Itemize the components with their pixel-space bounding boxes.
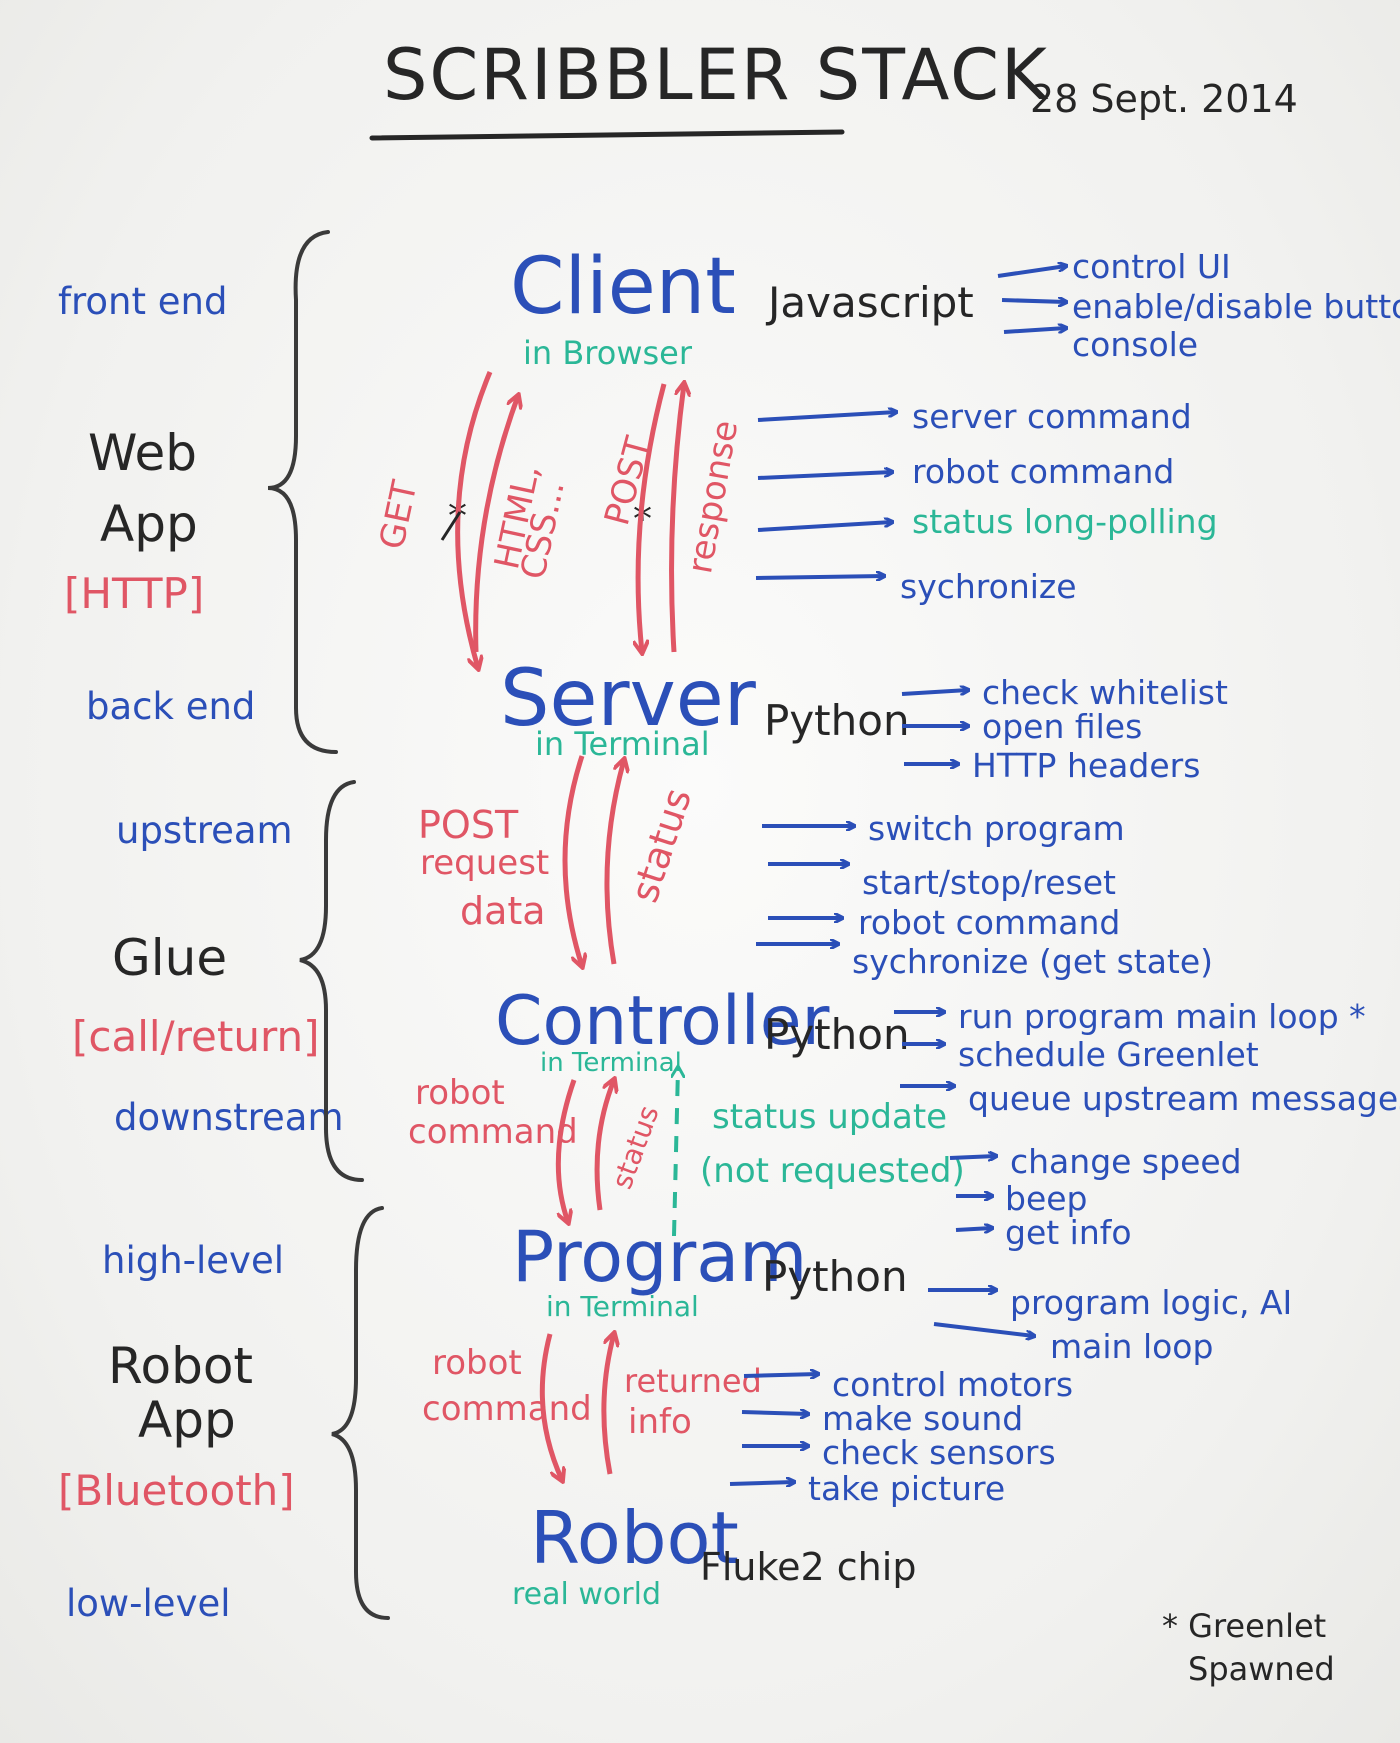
layer-downstream: downstream (114, 1096, 344, 1139)
program-language: Python (762, 1252, 908, 1301)
server-item: check whitelist (982, 673, 1228, 712)
component-client: Client (510, 242, 736, 332)
protocol-http: [HTTP] (64, 569, 205, 618)
server-controller-item-arrows (756, 826, 854, 944)
label-robot-1: robot (415, 1073, 505, 1113)
layer-front-end: front end (58, 280, 228, 323)
arrow-status-3 (594, 1080, 614, 1211)
arrow-robot-command-2 (539, 1333, 562, 1480)
arrow-response (669, 384, 684, 653)
layer-high-level: high-level (102, 1239, 285, 1282)
program-item: main loop (1050, 1327, 1214, 1366)
arrow-returned-info (601, 1334, 614, 1475)
layer-upstream: upstream (116, 809, 293, 852)
section-web-name: Web (88, 424, 198, 482)
controller-item: queue upstream messages (968, 1079, 1400, 1118)
server-controller-item: switch program (868, 809, 1125, 848)
program-robot-item: take picture (808, 1469, 1006, 1508)
label-command-1: command (408, 1112, 578, 1152)
client-location: in Browser (523, 334, 693, 372)
layer-back-end: back end (86, 685, 256, 728)
controller-program-item-arrows (949, 1156, 996, 1230)
diagram-date: 28 Sept. 2014 (1030, 77, 1298, 121)
arrow-post (638, 383, 667, 652)
arrow-status-update (674, 1068, 678, 1237)
label-data: data (460, 889, 546, 933)
protocol-bluetooth: [Bluetooth] (58, 1466, 295, 1515)
footnote-greenlet: * Greenlet (1162, 1607, 1327, 1645)
server-controller-item: sychronize (get state) (852, 942, 1214, 981)
program-location: in Terminal (546, 1290, 699, 1323)
label-command-2: command (422, 1389, 592, 1429)
server-language: Python (764, 696, 910, 745)
brace-robot (331, 1206, 390, 1620)
controller-item: schedule Greenlet (958, 1035, 1259, 1074)
brace-glue (299, 780, 364, 1182)
diagram-title: SCRIBBLER STACK (383, 34, 1049, 116)
controller-location: in Terminal (540, 1048, 682, 1078)
section-glue-name: Glue (112, 929, 228, 987)
component-program: Program (512, 1216, 808, 1298)
arrow-robot-command-1 (555, 1079, 577, 1222)
client-language: Javascript (768, 278, 974, 327)
client-server-item: status long-polling (912, 502, 1218, 541)
client-item: enable/disable buttons (1072, 287, 1400, 326)
label-returned: returned (624, 1362, 762, 1400)
title-underline (369, 129, 845, 141)
arrow-post-request (562, 755, 582, 966)
robot-location: real world (512, 1577, 661, 1612)
controller-program-item: get info (1005, 1213, 1132, 1252)
program-robot-item: control motors (832, 1365, 1074, 1404)
client-item-arrows (997, 266, 1066, 334)
client-item: console (1072, 325, 1199, 364)
client-server-item: robot command (912, 452, 1175, 491)
label-info: info (628, 1402, 692, 1442)
brace-web (267, 230, 338, 754)
program-robot-item-arrows (729, 1374, 818, 1484)
controller-program-item: beep (1005, 1179, 1088, 1218)
controller-item-arrows (894, 1012, 954, 1086)
program-robot-item: check sensors (822, 1433, 1056, 1472)
controller-item: run program main loop * (958, 997, 1366, 1036)
client-server-item: server command (912, 397, 1192, 436)
label-post-2: POST (418, 803, 519, 847)
client-server-item-arrows (755, 412, 896, 578)
controller-program-item: change speed (1010, 1142, 1242, 1181)
client-server-item: sychronize (900, 567, 1077, 606)
label-request: request (420, 843, 550, 883)
robot-language: Fluke2 chip (700, 1545, 917, 1589)
server-item: HTTP headers (972, 746, 1201, 785)
server-item-arrows (901, 690, 968, 764)
component-controller: Controller (495, 982, 830, 1061)
label-not-requested: (not requested) (700, 1151, 965, 1191)
star-stroke-1 (440, 511, 462, 541)
server-controller-item: robot command (858, 903, 1121, 942)
controller-language: Python (764, 1010, 910, 1059)
client-item: control UI (1072, 247, 1231, 286)
component-robot: Robot (530, 1496, 739, 1580)
arrow-html-css (473, 396, 518, 653)
program-item: program logic, AI (1010, 1283, 1293, 1322)
footnote-spawned: Spawned (1188, 1650, 1335, 1688)
section-web-app: App (100, 495, 198, 553)
server-controller-item: start/stop/reset (862, 863, 1116, 902)
program-robot-item: make sound (822, 1399, 1024, 1438)
section-robot-app: App (138, 1391, 236, 1449)
program-item-arrows (928, 1290, 1034, 1336)
label-robot-2: robot (432, 1343, 522, 1383)
arrow-status-2 (604, 760, 624, 965)
component-server: Server (500, 654, 756, 744)
layer-low-level: low-level (66, 1582, 231, 1625)
server-item: open files (982, 707, 1143, 746)
section-robot-name: Robot (108, 1337, 254, 1395)
label-status-update: status update (712, 1097, 948, 1137)
protocol-call-return: [call/return] (72, 1012, 320, 1061)
